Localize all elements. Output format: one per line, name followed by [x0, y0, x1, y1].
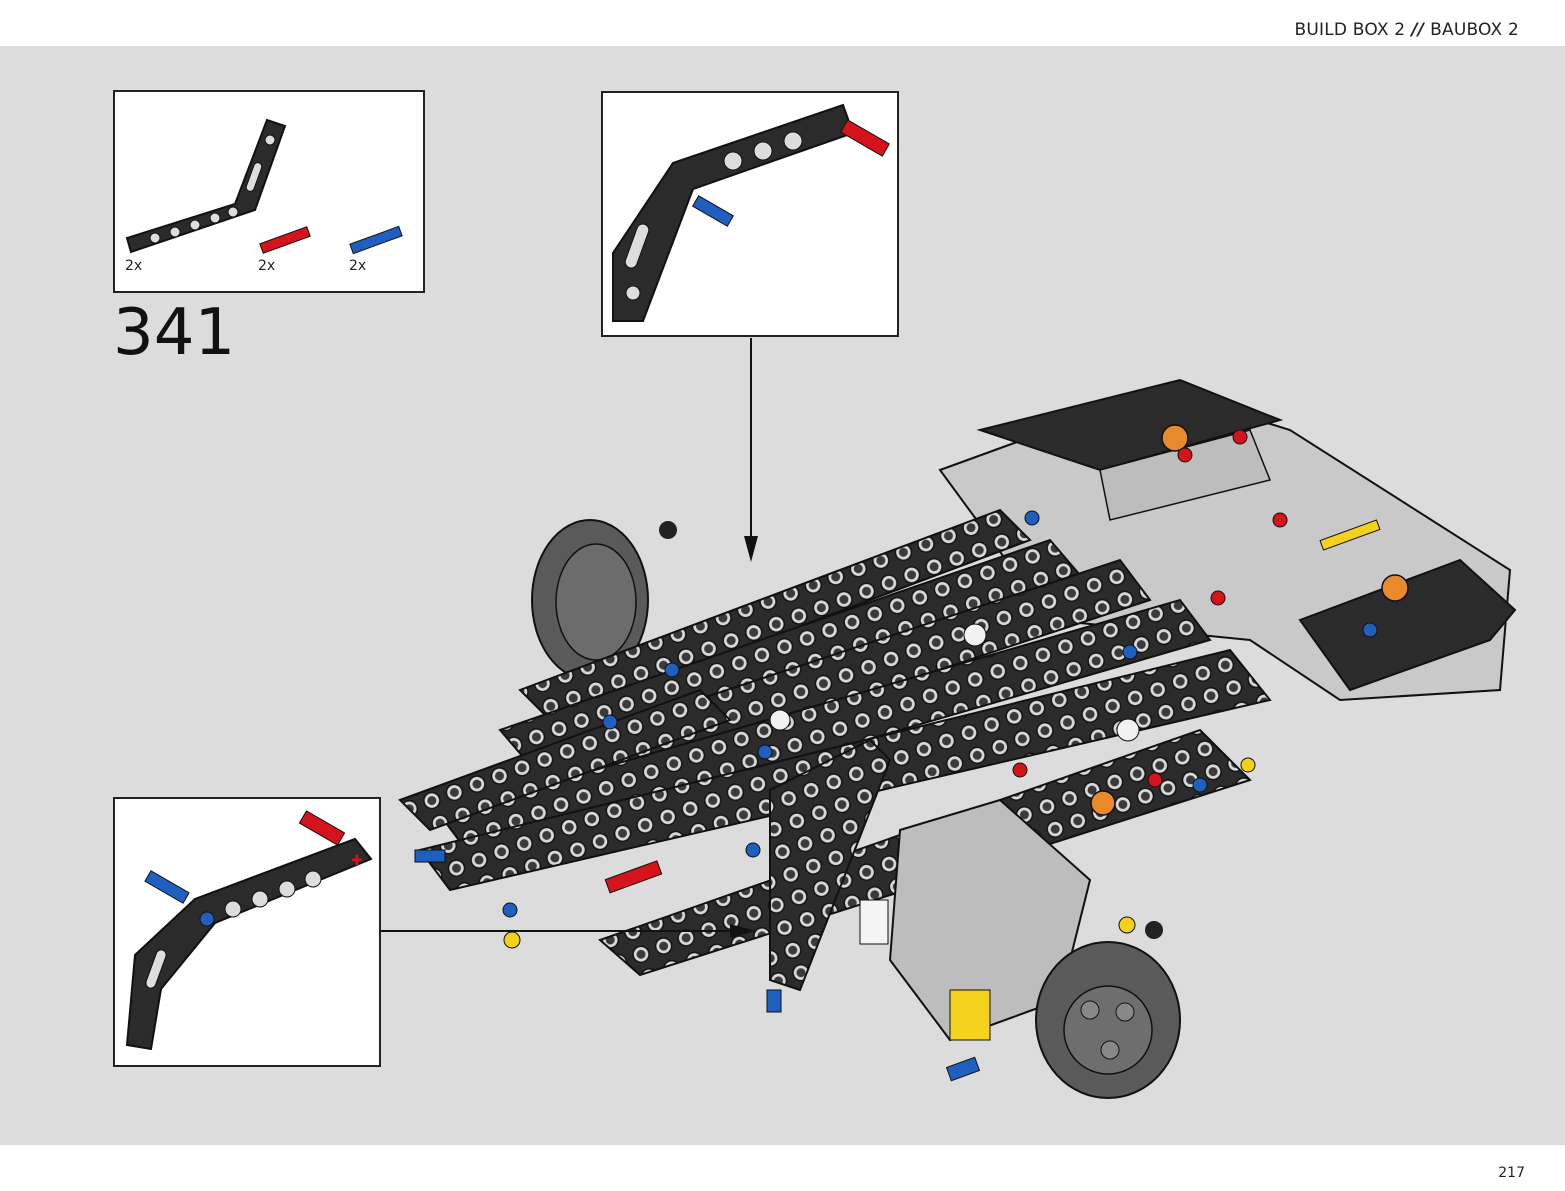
step-number: 341 [113, 296, 236, 370]
header-build-box: BUILD BOX 2 [1294, 20, 1406, 40]
callout-top-illustration [612, 103, 890, 322]
chassis-beams [398, 508, 1272, 1013]
red-pin-qty: 2x [258, 258, 276, 274]
callout-top [601, 91, 899, 337]
page-header: BUILD BOX 2//BAUBOX 2 [1295, 20, 1520, 40]
header-baubox: BAUBOX 2 [1430, 20, 1519, 40]
angled-beam-part [125, 118, 287, 254]
beam-qty: 2x [125, 258, 143, 274]
callout-left-illustration: ✚ [125, 810, 373, 1051]
front-suspension [859, 798, 1181, 1099]
parts-list-box: 2x 2x 2x [113, 90, 425, 293]
blue-pin-part [349, 225, 403, 255]
rear-brake-disc [531, 519, 677, 681]
red-pin-part [259, 226, 311, 254]
page-number: 217 [1498, 1165, 1525, 1181]
callout-left: ✚ [113, 797, 381, 1067]
svg-text:✚: ✚ [351, 853, 363, 869]
parts-list-illustration [125, 118, 403, 255]
header-separator: // [1411, 20, 1425, 40]
blue-pin-qty: 2x [349, 258, 367, 274]
callout-arrows [381, 338, 758, 938]
